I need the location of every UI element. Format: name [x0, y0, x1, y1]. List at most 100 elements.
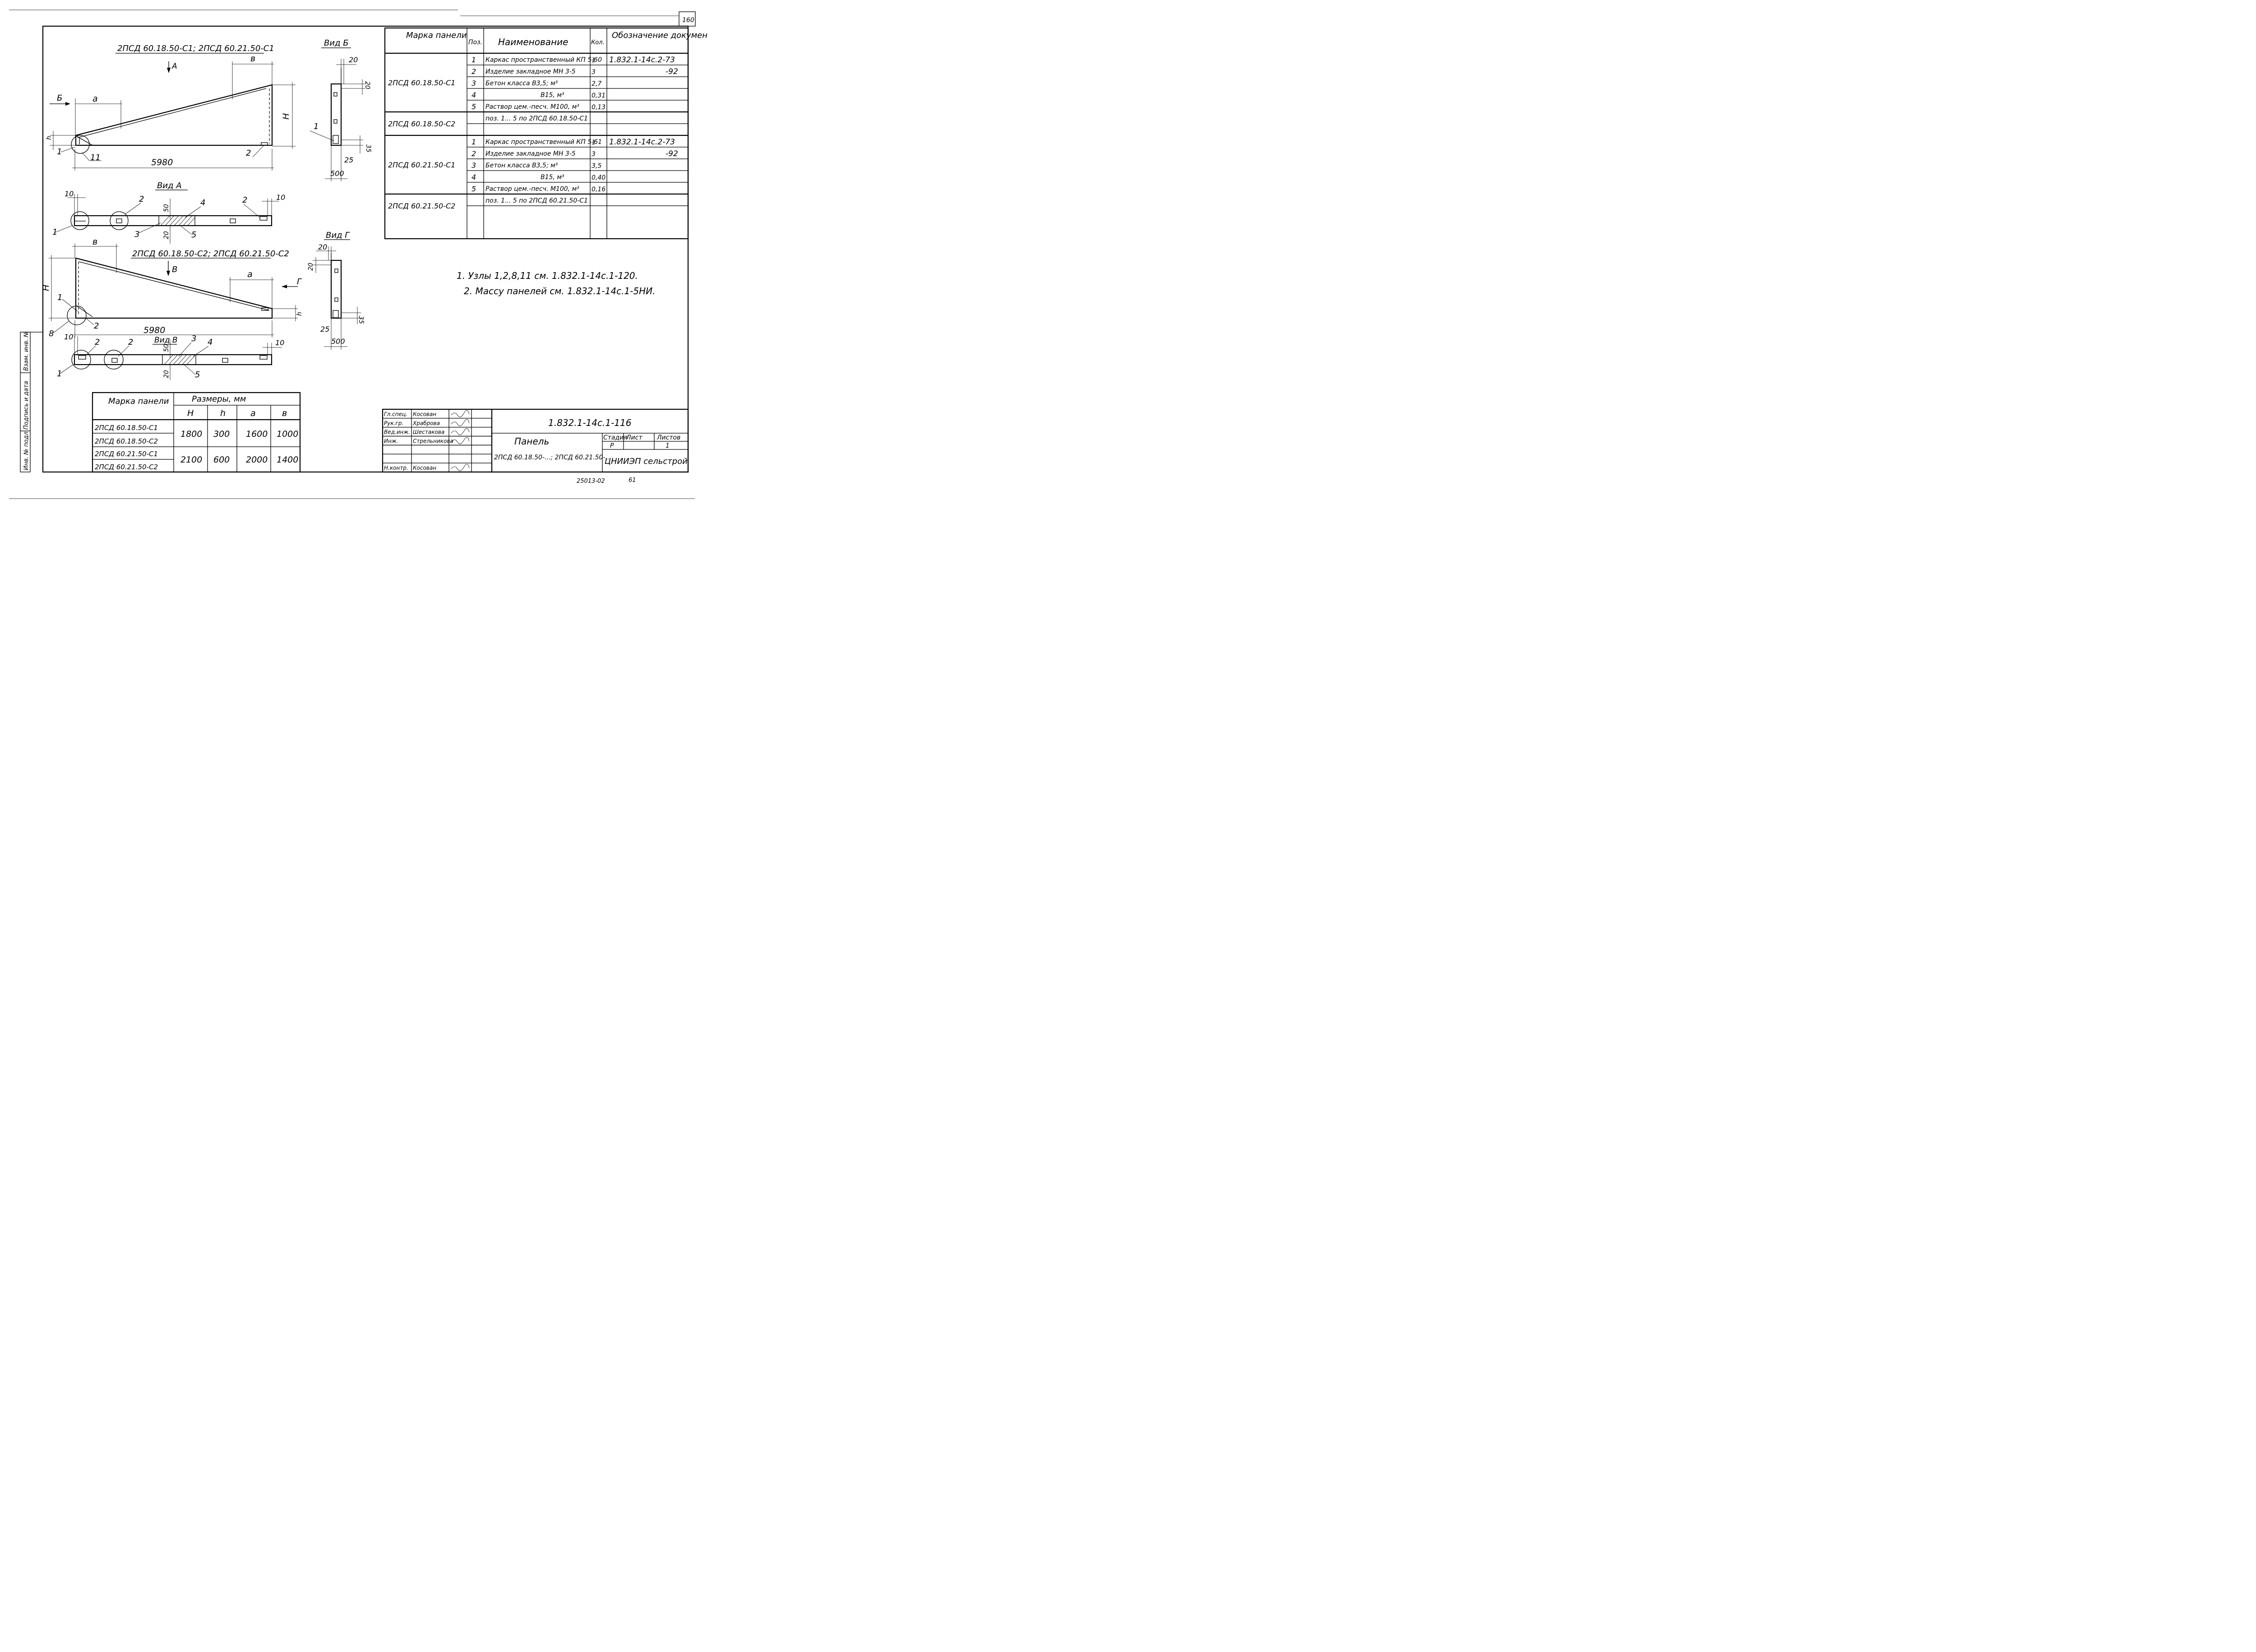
pos-8: 8: [49, 329, 54, 338]
dims-table: Марка панели Размеры, мм Н h а в 2ПСД 60…: [92, 392, 301, 473]
tb-item-subtitle: 2ПСД 60.18.50-...; 2ПСД 60.21.50-...: [494, 454, 611, 461]
spec-name: поз. 1... 5 по 2ПСД 60.21.50-С1: [485, 197, 588, 204]
pos-2-v2: 2: [128, 338, 133, 347]
spec-pos: 1: [472, 138, 476, 146]
spec-table: Марка панели Поз. Наименование Кол. Обоз…: [384, 27, 707, 240]
dim-10-v-left: 10: [64, 333, 73, 341]
spec-name: Раствор цем.-песч. М100, м³: [485, 185, 579, 193]
dim-b-top: в: [250, 54, 255, 64]
dim-h-bottom: h: [296, 312, 303, 316]
pos-1-a: 1: [52, 227, 57, 237]
spec-name: Изделие закладное МН 3-5: [485, 150, 576, 157]
spec-pos: 5: [472, 185, 476, 193]
spec-doc: 1.832.1-14с.2-73: [609, 56, 675, 65]
spec-pos: 3: [472, 161, 476, 170]
view-v-title: Вид В: [154, 336, 178, 345]
bottom-code: 25013-02: [577, 478, 605, 485]
spec-qty: 3: [592, 151, 596, 158]
dims-head-mark: Марка панели: [108, 397, 169, 406]
spec-qty: 1: [592, 57, 596, 64]
pos-2-c2: 2: [94, 321, 99, 331]
tb-signature: [451, 410, 470, 417]
spec-head-name: Наименование: [498, 37, 568, 47]
elevation-c1: 2ПСД 60.18.50-С1; 2ПСД 60.21.50-С1 а в Н…: [46, 44, 296, 171]
node-11-circle: [71, 135, 90, 154]
drawing-sheet: 160 Инв. № подл. Подпись и дата Взам. ин…: [9, 9, 707, 499]
dim-H-top: Н: [281, 113, 291, 120]
spec-head-pos: Поз.: [468, 39, 482, 46]
dims-head-sizes: Размеры, мм: [192, 394, 246, 404]
dim-10-v-right: 10: [275, 338, 284, 347]
spec-name: Бетон класса В3,5; м³: [485, 80, 558, 87]
spec-pos: 4: [472, 91, 476, 99]
spec-head-qty: Кол.: [591, 39, 605, 46]
pos-1-top: 1: [57, 147, 62, 157]
dim-20-g-side: 20: [307, 263, 314, 271]
notes: 1. Узлы 1,2,8,11 см. 1.832.1-14с.1-120. …: [457, 270, 655, 296]
dim-h-top: h: [46, 136, 53, 140]
pos-1-v: 1: [57, 369, 62, 379]
dims-v-h1: 300: [213, 429, 230, 439]
pos-3-v: 3: [191, 334, 196, 343]
dim-50-a: 50: [163, 204, 170, 212]
tb-signature: [451, 437, 470, 444]
dim-b-bottom: в: [92, 237, 97, 247]
spec-name: Изделие закладное МН 3-5: [485, 68, 576, 75]
spec-qty: 0,13: [592, 104, 606, 111]
dim-20-g-top: 20: [318, 243, 327, 251]
spec-mark: 2ПСД 60.21.50-С1: [388, 161, 455, 169]
dims-v-H2: 2100: [180, 455, 202, 465]
tb-name: Шестакова: [413, 429, 444, 435]
bottom-number: 61: [629, 477, 636, 484]
side-stamp: Инв. № подл. Подпись и дата Взам. инв. №: [20, 331, 43, 472]
spec-name: Каркас пространственный КП 5-61: [485, 139, 602, 146]
note-2: 2. Массу панелей см. 1.832.1-14с.1-5НИ.: [464, 286, 655, 296]
spec-doc: 1.832.1-14с.2-73: [609, 138, 675, 147]
pos-4-v: 4: [208, 338, 213, 347]
dim-20-b-side: 20: [364, 81, 371, 89]
arrow-g-label: Г: [297, 277, 302, 287]
elevation-c2: 2ПСД 60.18.50-С2; 2ПСД 60.21.50-С2 в а Н…: [41, 237, 303, 338]
dims-row-4: 2ПСД 60.21.50-С2: [95, 463, 158, 471]
title-block: Гл.спец.КосованРук.гр.ХраброваВед.инж.Ше…: [382, 408, 689, 473]
tb-signature: [451, 419, 470, 426]
spec-pos: 5: [472, 102, 476, 111]
tb-name: Косован: [413, 465, 436, 471]
spec-head-doc: Обозначение документа: [612, 31, 707, 40]
dims-col-h: h: [220, 408, 226, 418]
dims-row-2: 2ПСД 60.18.50-С2: [95, 437, 158, 445]
dims-col-a: а: [250, 408, 256, 418]
tb-role: Вед.инж.: [384, 429, 410, 435]
pos-3-a: 3: [134, 230, 139, 239]
spec-qty: 2,7: [592, 80, 601, 88]
dims-v-b2: 1400: [277, 455, 298, 465]
dims-row-3: 2ПСД 60.21.50-С1: [95, 450, 158, 458]
dim-500-b: 500: [330, 169, 344, 178]
dims-v-a2: 2000: [246, 455, 268, 465]
tb-item-title: Панель: [514, 436, 549, 447]
dim-25-b: 25: [344, 156, 353, 164]
view-g-title: Вид Г: [326, 231, 350, 240]
spec-mark: 2ПСД 60.21.50-С2: [388, 202, 455, 210]
tb-role: Рук.гр.: [384, 420, 403, 426]
dims-col-H: Н: [187, 408, 194, 418]
spec-mark: 2ПСД 60.18.50-С1: [388, 79, 455, 87]
dim-5980-top: 5980: [151, 157, 173, 167]
tb-role: Н.контр.: [384, 465, 408, 471]
tb-organization: ЦНИИЭП сельстрой: [605, 457, 688, 466]
page-number-box: [679, 11, 696, 27]
tb-name: Стрельникова: [413, 438, 453, 444]
spec-qty: 0,40: [592, 174, 606, 181]
view-b-section: Вид Б 20 20 1 35 25 500: [310, 38, 372, 181]
main-title: 2ПСД 60.18.50-С1; 2ПСД 60.21.50-С1: [117, 44, 274, 53]
view-a-title: Вид А: [157, 181, 182, 190]
tb-sheet-label: Лист: [626, 434, 643, 441]
dims-row-1: 2ПСД 60.18.50-С1: [95, 424, 158, 432]
spec-doc: -92: [666, 149, 678, 158]
dims-v-h2: 600: [213, 455, 230, 465]
dim-20-a: 20: [163, 231, 170, 239]
spec-pos: 4: [472, 173, 476, 181]
view-a: Вид А 10 10 50 20 2 4 2 1: [52, 181, 285, 244]
dims-v-a1: 1600: [246, 429, 268, 439]
spec-pos: 1: [472, 56, 476, 64]
